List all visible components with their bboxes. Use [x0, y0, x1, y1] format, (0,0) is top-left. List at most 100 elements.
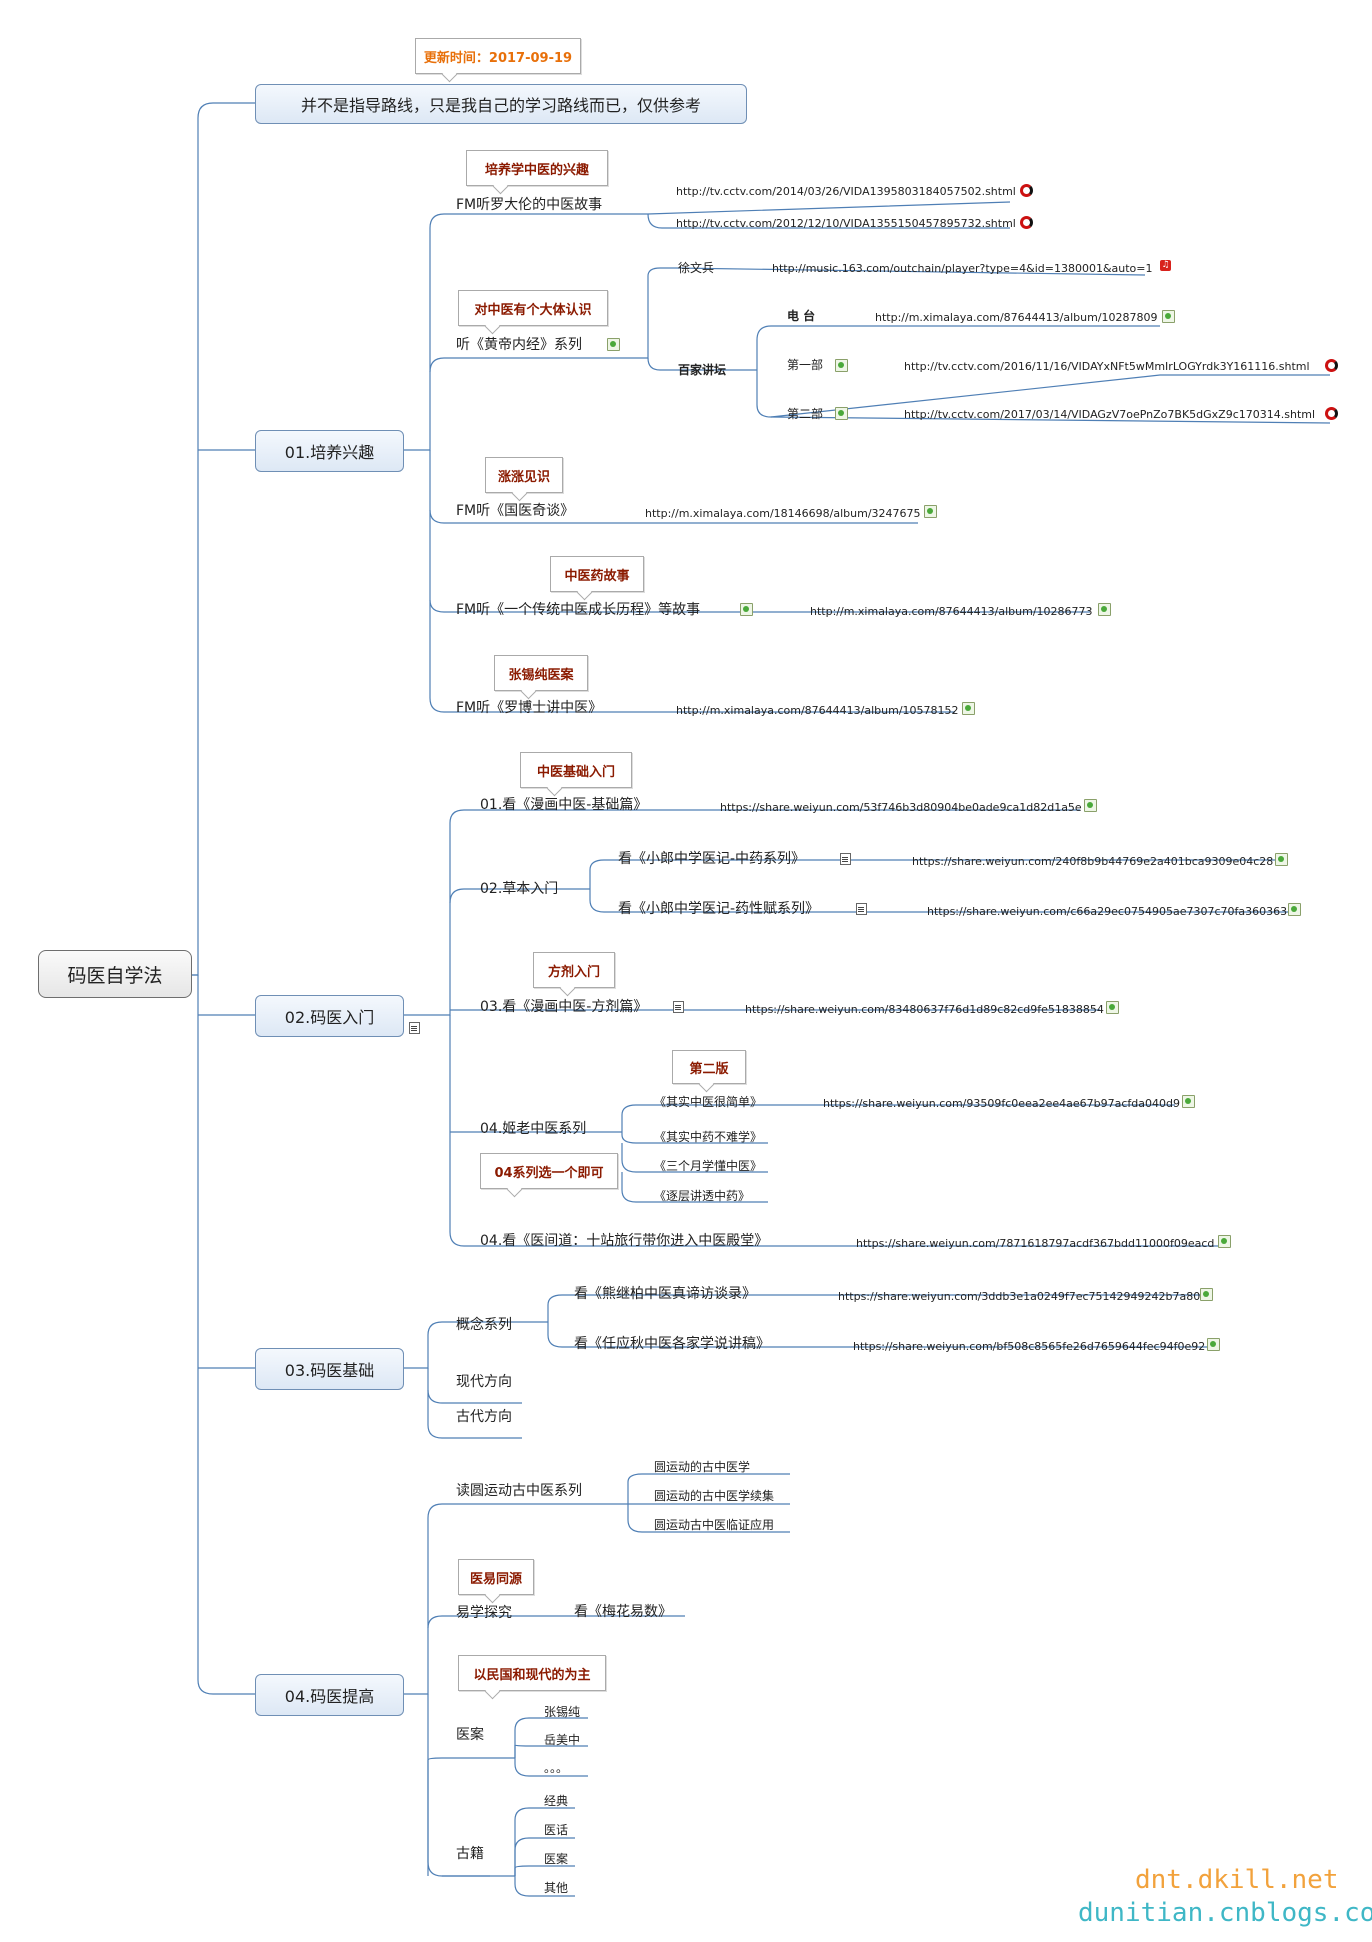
- radio-label[interactable]: 电 台: [787, 309, 816, 323]
- callout-basics: 中医基础入门: [520, 752, 632, 788]
- ancient-direction[interactable]: 古代方向: [456, 1409, 512, 1425]
- xu-wenbing[interactable]: 徐文兵: [678, 261, 715, 275]
- yixue-tanjiu[interactable]: 易学探究: [456, 1605, 512, 1621]
- yuan-yundong-1[interactable]: 圆运动的古中医学: [654, 1460, 751, 1474]
- link-ximalaya-story[interactable]: http://m.ximalaya.com/87644413/album/102…: [810, 605, 1093, 618]
- link-music163[interactable]: http://music.163.com/outchain/player?typ…: [772, 262, 1153, 275]
- fm-growth-story[interactable]: FM听《一个传统中医成长历程》等故事: [456, 602, 701, 618]
- web-link-icon[interactable]: [962, 702, 975, 715]
- web-link-icon[interactable]: [1084, 799, 1097, 812]
- link-weiyun-zhongyao[interactable]: https://share.weiyun.com/240f8b9b44769e2…: [912, 855, 1274, 868]
- meihua-yishu[interactable]: 看《梅花易数》: [574, 1604, 672, 1620]
- book-zhongyao-bunan[interactable]: 《其实中药不难学》: [654, 1130, 763, 1144]
- link-ximalaya-radio[interactable]: http://m.ximalaya.com/87644413/album/102…: [875, 311, 1158, 324]
- xiong-jibo[interactable]: 看《熊继柏中医真谛访谈录》: [574, 1286, 756, 1302]
- jilao-series[interactable]: 04.姬老中医系列: [480, 1121, 587, 1137]
- yian-case[interactable]: 医案: [456, 1727, 484, 1743]
- note-icon[interactable]: [409, 1022, 420, 1034]
- callout-pick-one-text: 04系列选一个即可: [494, 1165, 604, 1181]
- link-weiyun-jichu[interactable]: https://share.weiyun.com/53f746b3d80904b…: [720, 801, 1082, 814]
- note-icon[interactable]: [856, 903, 867, 915]
- book-sangeyue[interactable]: 《三个月学懂中医》: [654, 1159, 763, 1173]
- link-weiyun-ren[interactable]: https://share.weiyun.com/bf508c8565fe26d…: [853, 1340, 1206, 1353]
- branch-4-node[interactable]: 04.码医提高: [255, 1674, 404, 1716]
- caoben-rumen[interactable]: 02.草本入门: [480, 881, 559, 897]
- xiaolangzhong-yaoxingfu[interactable]: 看《小郎中学医记-药性赋系列》: [618, 901, 820, 917]
- yijiandao[interactable]: 04.看《医间道：十站旅行带你进入中医殿堂》: [480, 1233, 769, 1249]
- yuan-yundong-3[interactable]: 圆运动古中医临证应用: [654, 1518, 775, 1532]
- yuan-yundong-series[interactable]: 读圆运动古中医系列: [456, 1483, 582, 1499]
- link-cctv-1[interactable]: http://tv.cctv.com/2014/03/26/VIDA139580…: [676, 185, 1016, 198]
- more-ellipsis[interactable]: 。。。: [544, 1761, 569, 1775]
- cctv-icon[interactable]: [1020, 216, 1033, 229]
- link-cctv-part1[interactable]: http://tv.cctv.com/2016/11/16/VIDAYxNFt5…: [904, 360, 1310, 373]
- concept-series[interactable]: 概念系列: [456, 1317, 512, 1333]
- link-weiyun-yaoxingfu[interactable]: https://share.weiyun.com/c66a29ec0754905…: [927, 905, 1288, 918]
- callout-second-edition-text: 第二版: [689, 1061, 729, 1077]
- manhua-jichu[interactable]: 01.看《漫画中医-基础篇》: [480, 797, 648, 813]
- root-node[interactable]: 码医自学法: [38, 950, 192, 998]
- link-weiyun-yijiandao[interactable]: https://share.weiyun.com/7871618797acdf3…: [856, 1237, 1215, 1250]
- web-link-icon[interactable]: [924, 505, 937, 518]
- book-zhuceng[interactable]: 《逐层讲透中药》: [654, 1189, 751, 1203]
- cctv-icon[interactable]: [1325, 359, 1338, 372]
- callout-overview: 对中医有个大体认识: [458, 290, 608, 326]
- update-time-text: 更新时间：2017-09-19: [423, 50, 573, 66]
- yuan-yundong-2[interactable]: 圆运动的古中医学续集: [654, 1489, 775, 1503]
- link-ximalaya-luo[interactable]: http://m.ximalaya.com/87644413/album/105…: [676, 704, 959, 717]
- book-zhongyi-jiandan[interactable]: 《其实中医很简单》: [654, 1095, 763, 1109]
- netease-music-icon[interactable]: ♫: [1160, 260, 1171, 271]
- web-link-icon[interactable]: [835, 407, 848, 420]
- web-link-icon[interactable]: [835, 359, 848, 372]
- callout-interest: 培养学中医的兴趣: [466, 150, 608, 186]
- cctv-icon[interactable]: [1020, 184, 1033, 197]
- web-link-icon[interactable]: [1218, 1235, 1231, 1248]
- guji-yihua[interactable]: 医话: [544, 1823, 569, 1837]
- branch-2-node[interactable]: 02.码医入门: [255, 995, 404, 1037]
- yue-meizhong[interactable]: 岳美中: [544, 1733, 581, 1747]
- link-weiyun-fangji[interactable]: https://share.weiyun.com/83480637f76d1d8…: [745, 1003, 1104, 1016]
- fm-luodalun[interactable]: FM听罗大伦的中医故事: [456, 197, 603, 213]
- guji[interactable]: 古籍: [456, 1846, 484, 1862]
- fm-guoyi-qitan[interactable]: FM听《国医奇谈》: [456, 503, 575, 519]
- web-link-icon[interactable]: [1098, 603, 1111, 616]
- web-link-icon[interactable]: [1182, 1095, 1195, 1108]
- guji-other[interactable]: 其他: [544, 1881, 569, 1895]
- callout-yiyi-text: 医易同源: [469, 1571, 522, 1587]
- zhang-xichun[interactable]: 张锡纯: [544, 1705, 581, 1719]
- web-link-icon[interactable]: [607, 338, 620, 351]
- huangdi-neijing[interactable]: 听《黄帝内经》系列: [456, 337, 582, 353]
- link-cctv-part2[interactable]: http://tv.cctv.com/2017/03/14/VIDAGzV7oe…: [904, 408, 1316, 421]
- link-weiyun-xiong[interactable]: https://share.weiyun.com/3ddb3e1a0249f7e…: [838, 1290, 1201, 1303]
- branch-4-title: 04.码医提高: [284, 1687, 375, 1706]
- callout-stories: 中医药故事: [550, 556, 644, 592]
- link-weiyun-jiandan[interactable]: https://share.weiyun.com/93509fc0eea2ee4…: [823, 1097, 1180, 1110]
- modern-direction[interactable]: 现代方向: [456, 1374, 512, 1390]
- guji-classic[interactable]: 经典: [544, 1794, 569, 1808]
- guji-yian[interactable]: 医案: [544, 1852, 569, 1866]
- branch-1-node[interactable]: 01.培养兴趣: [255, 430, 404, 472]
- web-link-icon[interactable]: [1207, 1338, 1220, 1351]
- callout-minguo-text: 以民国和现代的为主: [473, 1667, 591, 1683]
- branch-3-node[interactable]: 03.码医基础: [255, 1348, 404, 1390]
- xiaolangzhong-zhongyao[interactable]: 看《小郎中学医记-中药系列》: [618, 851, 806, 867]
- web-link-icon[interactable]: [1106, 1001, 1119, 1014]
- cctv-icon[interactable]: [1325, 407, 1338, 420]
- web-link-icon[interactable]: [1288, 903, 1301, 916]
- note-icon[interactable]: [840, 853, 851, 865]
- web-link-icon[interactable]: [1275, 853, 1288, 866]
- web-link-icon[interactable]: [1200, 1288, 1213, 1301]
- link-ximalaya-guoyi[interactable]: http://m.ximalaya.com/18146698/album/324…: [645, 507, 921, 520]
- web-link-icon[interactable]: [740, 603, 753, 616]
- callout-minguo: 以民国和现代的为主: [458, 1655, 606, 1691]
- part-one[interactable]: 第一部: [787, 358, 824, 372]
- note-icon[interactable]: [673, 1001, 684, 1013]
- manhua-fangji[interactable]: 03.看《漫画中医-方剂篇》: [480, 999, 648, 1015]
- fm-luo-boshi[interactable]: FM听《罗博士讲中医》: [456, 700, 603, 716]
- web-link-icon[interactable]: [1162, 310, 1175, 323]
- disclaimer-node[interactable]: 并不是指导路线，只是我自己的学习路线而已，仅供参考: [255, 84, 747, 124]
- part-two[interactable]: 第二部: [787, 407, 824, 421]
- ren-yingqiu[interactable]: 看《任应秋中医各家学说讲稿》: [574, 1336, 770, 1352]
- link-cctv-2[interactable]: http://tv.cctv.com/2012/12/10/VIDA135515…: [676, 217, 1016, 230]
- baijia-jiangtan[interactable]: 百家讲坛: [678, 363, 727, 377]
